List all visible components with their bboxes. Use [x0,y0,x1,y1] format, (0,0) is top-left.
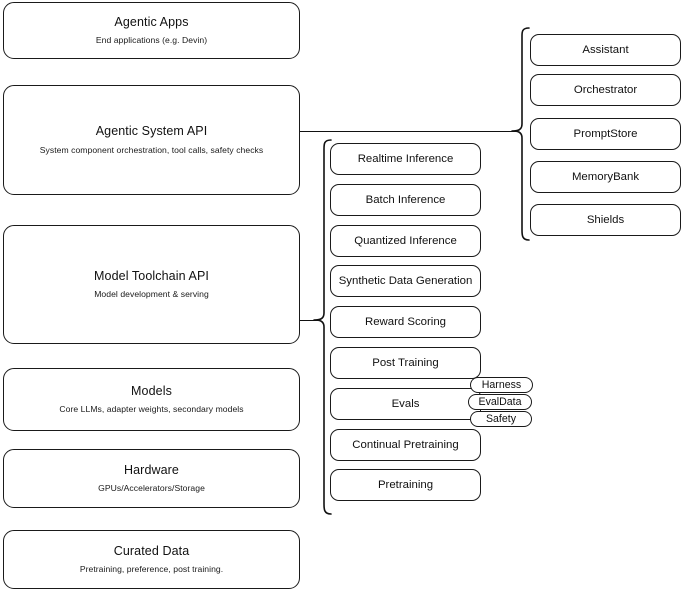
component-assistant[interactable]: Assistant [530,34,681,66]
capability-pretraining[interactable]: Pretraining [330,469,481,501]
capability-quantized-inference[interactable]: Quantized Inference [330,225,481,257]
layer-models[interactable]: Models Core LLMs, adapter weights, secon… [3,368,300,431]
capability-label: Post Training [372,356,439,369]
component-label: Assistant [582,43,629,56]
capability-realtime-inference[interactable]: Realtime Inference [330,143,481,175]
capability-evals[interactable]: Evals [330,388,481,420]
capability-label: Synthetic Data Generation [338,274,473,287]
layer-agentic-apps[interactable]: Agentic Apps End applications (e.g. Devi… [3,2,300,59]
capability-reward-scoring[interactable]: Reward Scoring [330,306,481,338]
connector-toolchain-to-capabilities [300,320,318,321]
layer-title: Models [131,383,172,398]
capability-label: Reward Scoring [364,315,447,328]
layer-subtitle: End applications (e.g. Devin) [95,35,208,46]
evals-subcomponent-label: Safety [485,413,517,425]
component-label: MemoryBank [571,170,640,183]
capability-batch-inference[interactable]: Batch Inference [330,184,481,216]
evals-subcomponent-evaldata[interactable]: EvalData [468,394,532,410]
layer-title: Agentic Apps [114,14,189,29]
layer-title: Curated Data [113,543,190,558]
layer-title: Agentic System API [95,124,208,139]
evals-subcomponent-label: EvalData [478,396,522,408]
layer-title: Model Toolchain API [94,268,209,283]
capability-label: Evals [391,397,420,410]
layer-title: Hardware [124,462,179,477]
layer-model-toolchain-api[interactable]: Model Toolchain API Model development & … [3,225,300,344]
component-orchestrator[interactable]: Orchestrator [530,74,681,106]
component-promptstore[interactable]: PromptStore [530,118,681,150]
layer-subtitle: Pretraining, preference, post training. [79,564,224,575]
capability-synthetic-data-generation[interactable]: Synthetic Data Generation [330,265,481,297]
evals-subcomponent-safety[interactable]: Safety [470,411,532,427]
brace-system-components [509,26,531,242]
capability-post-training[interactable]: Post Training [330,347,481,379]
layer-hardware[interactable]: Hardware GPUs/Accelerators/Storage [3,449,300,508]
capability-label: Pretraining [377,478,434,491]
brace-toolchain-capabilities [311,138,333,516]
capability-label: Realtime Inference [357,152,454,165]
connector-system-api-to-components [300,131,516,132]
capability-label: Quantized Inference [354,234,457,247]
layer-agentic-system-api[interactable]: Agentic System API System component orch… [3,85,300,195]
component-label: Orchestrator [573,83,638,96]
component-label: PromptStore [573,127,638,140]
component-shields[interactable]: Shields [530,204,681,236]
layer-curated-data[interactable]: Curated Data Pretraining, preference, po… [3,530,300,589]
component-memorybank[interactable]: MemoryBank [530,161,681,193]
layer-subtitle: Model development & serving [94,289,209,300]
capability-label: Batch Inference [365,193,446,206]
layer-subtitle: GPUs/Accelerators/Storage [98,483,205,494]
layer-subtitle: System component orchestration, tool cal… [39,144,264,155]
evals-subcomponent-harness[interactable]: Harness [470,377,533,393]
capability-label: Continual Pretraining [352,438,459,451]
evals-subcomponent-label: Harness [481,379,522,391]
capability-continual-pretraining[interactable]: Continual Pretraining [330,429,481,461]
component-label: Shields [586,213,625,226]
layer-subtitle: Core LLMs, adapter weights, secondary mo… [59,404,244,415]
